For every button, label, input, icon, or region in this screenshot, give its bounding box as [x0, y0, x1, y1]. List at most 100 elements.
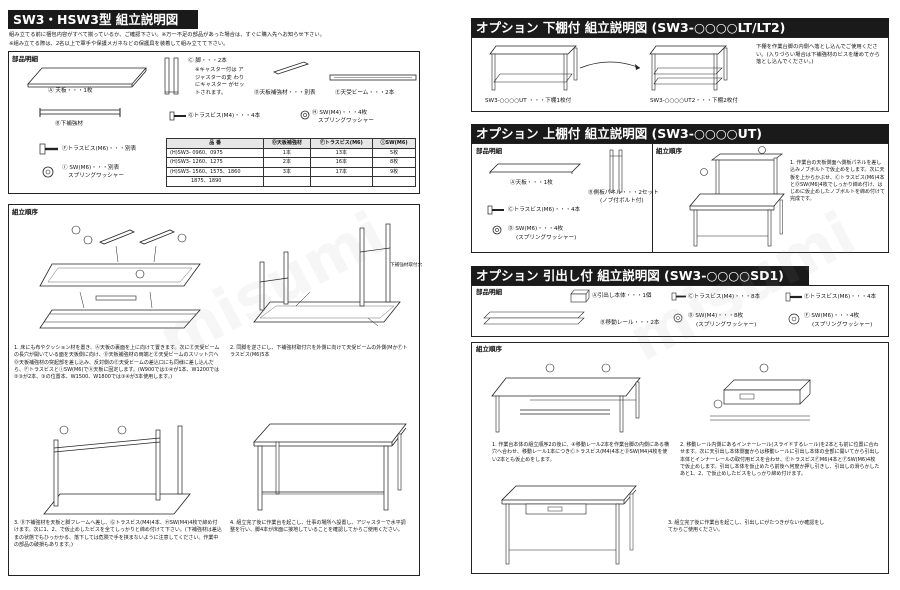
drawer-step1-illustration — [491, 363, 641, 433]
drawer-step3-table-illustration — [501, 485, 637, 565]
part-beam: Ⓔ天受ビーム・・・2本 — [335, 90, 395, 96]
spec-header-cell: 品 番 — [165, 138, 265, 149]
upper-part-screw: Ⓒトラスビス(M6)・・・4本 — [508, 207, 581, 213]
part-sw-m6a: Ⓘ SW(M6)・・・別表 — [62, 165, 120, 171]
lower-shelf-label-2: SW3-○○○○UT2・・・下棚2枚付 — [650, 98, 738, 104]
parts-spec-table: 品 番 Ⓓ天板補強材 Ⓕトラスビス(M6) ⒾSW(M6) (H)SW3- 09… — [165, 138, 416, 187]
screw-m4-icon — [169, 111, 186, 121]
part-sw-m4a: Ⓗ SW(M4)・・・4枚 — [312, 110, 368, 116]
part-tc-reinforce: Ⓓ天板補強材・・・別表 — [254, 90, 316, 96]
spec-table-row: (H)SW3- 1260、1275 2本 16本 8枚 — [165, 157, 416, 168]
upper-part-panel: Ⓑ側板パネル・・・2セット — [588, 190, 659, 196]
upper-shelf-board-illustration — [489, 163, 581, 174]
part-sw-m4b: スプリングワッシャー — [318, 118, 374, 124]
upper-part-sw-b: (スプリングワッシャー) — [516, 235, 577, 241]
lower-shelf-label-1: SW3-○○○○UT ・・・下棚1枚付 — [485, 98, 572, 104]
drawer-washer-m6-icon — [788, 313, 800, 325]
step2-hole-note: 下補強材取付穴 — [390, 263, 423, 268]
spec-header-cell: Ⓕトラスビス(M6) — [309, 138, 374, 149]
drawer-parts-box — [471, 285, 889, 337]
part-tabletop: Ⓐ 天板・・・1枚 — [48, 88, 93, 94]
spec-cell: (H)SW3- 1260、1275 — [165, 157, 265, 168]
lower-shelf-illustration — [489, 45, 728, 91]
upper-part-shelf: Ⓐ天板・・・1枚 — [510, 180, 553, 186]
upper-screw-icon — [487, 205, 504, 215]
drawer-part-box: Ⓐ引出し本体・・・1個 — [592, 293, 652, 299]
reinforce-illustration — [39, 108, 121, 117]
upper-shelf-assembly-illustration — [689, 146, 785, 247]
step3-illustration — [43, 425, 191, 515]
tc-reinforce-illustration — [272, 61, 310, 75]
upper-shelf-parts-label: 部品明細 — [476, 147, 502, 155]
spec-cell: (H)SW3- 0960、0975 — [165, 147, 265, 158]
washer-m4-icon — [300, 110, 310, 120]
drawer-parts-label: 部品明細 — [476, 288, 502, 296]
spec-cell: 3本 — [263, 166, 311, 177]
washer-m6-icon — [42, 166, 54, 178]
spec-header-cell: ⒾSW(M6) — [372, 138, 416, 149]
step2-text: 2. 同脚を逆さにし、下補強材取付穴を外側に向けて天受ビームの外側(MかⒻトラス… — [230, 345, 408, 359]
spec-cell: 5枚 — [372, 147, 416, 158]
left-note-1: 組み立てる前に梱包内容がすべて揃っているか、ご確認下さい。※万一不足の部品があっ… — [9, 32, 325, 38]
drawer-rail-illustration — [483, 311, 585, 325]
step4-text: 4. 組立完了後に作業台を起こし、仕事の場所へ設置し、アジャスターで水平調整を行… — [230, 520, 406, 534]
spec-table-row: (H)SW3- 1560、1575、1860 3本 17本 9枚 — [165, 166, 416, 177]
screw-m6-icon — [39, 143, 58, 155]
drawer-title-banner: オプション 引出し付 組立説明図 (SW3-○○○○SD1) — [471, 266, 809, 285]
spec-cell — [309, 176, 374, 187]
drawer-part-sw-m4a: Ⓓ SW(M4)・・・8枚 — [688, 313, 744, 319]
upper-shelf-box — [471, 143, 889, 253]
drawer-part-screw-m4: Ⓒトラスビス(M4)・・・8本 — [688, 294, 761, 300]
upper-shelf-order-label: 組立順序 — [656, 147, 682, 155]
upper-shelf-title-banner: オプション 上棚付 組立説明図 (SW3-○○○○UT) — [471, 124, 889, 143]
left-title-banner: SW3・HSW3型 組立説明図 — [8, 10, 198, 29]
spec-table-row: (H)SW3- 0960、0975 1本 13本 5枚 — [165, 147, 416, 158]
drawer-order-label: 組立順序 — [476, 345, 502, 353]
spec-cell — [263, 176, 311, 187]
part-sw-m6b: スプリングワッシャー — [68, 173, 124, 179]
tabletop-illustration — [27, 67, 147, 88]
left-note-2: ※組み立てる際は、2名以上で軍手や保護メガネなどの保護具を装着して組み立てて下さ… — [9, 41, 229, 47]
legs-illustration — [164, 57, 179, 95]
spec-cell: (H)SW3- 1560、1575、1860 — [165, 166, 265, 177]
drawer-step2-illustration — [710, 363, 811, 421]
drawer-part-rail: Ⓑ移動レール・・・2本 — [600, 320, 660, 326]
spec-cell — [372, 176, 416, 187]
spec-cell: 8枚 — [372, 157, 416, 168]
part-caster-note: ※キャスター付は アジャスターの変 わりにキャスター がセットされます。 — [195, 67, 245, 97]
drawer-step2-text: 2. 移動レール内側にあるインナーレール(スライドするレール)を2本とも前に位置… — [680, 442, 880, 477]
drawer-part-screw-m6: Ⓔトラスビス(M6)・・・4本 — [804, 294, 877, 300]
drawer-screw-m4-icon — [671, 292, 686, 301]
step4-table-illustration — [253, 423, 407, 511]
part-screw-m4: Ⓖトラスビス(M4)・・・4本 — [188, 113, 261, 119]
upper-shelf-divider — [652, 143, 653, 253]
spec-header-cell: Ⓓ天板補強材 — [263, 138, 311, 149]
spec-cell: 1本 — [263, 147, 311, 158]
lower-shelf-title-banner: オプション 下棚付 組立説明図 (SW3-○○○○LT/LT2) — [471, 18, 889, 37]
spec-cell: 1875、1890 — [165, 176, 265, 187]
spec-cell: 13本 — [309, 147, 374, 158]
lower-shelf-note: 下棚を作業台脚の内側へ落とし込んでご使用ください。(入りづらい場合は下補強材のビ… — [756, 44, 880, 66]
spec-cell: 2本 — [263, 157, 311, 168]
spec-table-header: 品 番 Ⓓ天板補強材 Ⓕトラスビス(M6) ⒾSW(M6) — [165, 138, 416, 149]
upper-side-panel-illustration — [609, 149, 623, 193]
drawer-box-illustration — [570, 289, 590, 303]
step1-text: 1. 床にも布やクッション材を置き、Ⓐ天板の裏面を上に向けて置きます。次にⒺ天受… — [14, 345, 220, 380]
drawer-screw-m6-icon — [785, 292, 802, 302]
step3-text: 3. Ⓑ下補強材を天板と脚フレームへ差し、Ⓖトラスビス(M4)4本、ⒽSW(M4… — [14, 520, 222, 548]
drawer-step3-text: 3. 組立完了後に作業台を起こし、引出しにがたつきがないか確認をしてからご使用く… — [668, 520, 825, 534]
spec-cell: 17本 — [309, 166, 374, 177]
drawer-part-sw-m6b: (スプリングワッシャー) — [812, 322, 873, 328]
step1-illustration — [39, 225, 201, 329]
spec-cell: 16本 — [309, 157, 374, 168]
upper-washer-icon — [492, 225, 502, 235]
part-screw-m6: Ⓕトラスビス(M6)・・・別表 — [62, 146, 137, 152]
drawer-step1-text: 1. 作業台本体の組立順序2の後に、④移動レール2本を作業台脚の内側にある横穴へ… — [492, 442, 670, 463]
step2-illustration — [253, 223, 401, 327]
upper-part-panel-note: (ノブ付ボルト付) — [600, 198, 644, 204]
upper-shelf-step: 1. 作業台の天板側面へ側板パネルを差し込みノブボルトで仮止めをします。次に天板… — [790, 160, 886, 203]
part-reinforce: Ⓑ下補強材 — [55, 121, 83, 127]
drawer-part-sw-m4b: (スプリングワッシャー) — [696, 322, 757, 328]
part-legs: Ⓒ 脚・・・2本 — [188, 58, 227, 64]
upper-part-sw-a: Ⓓ SW(M6)・・・4枚 — [508, 226, 564, 232]
